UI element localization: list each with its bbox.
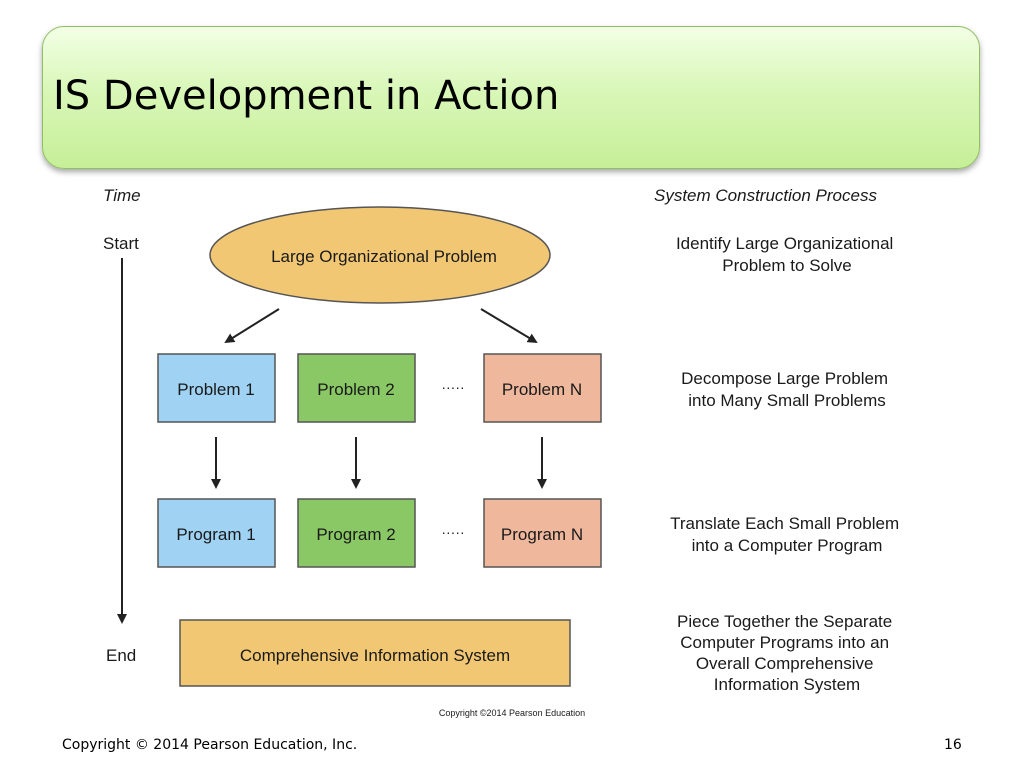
step-4-line-3: Overall Comprehensive bbox=[696, 654, 874, 673]
image-credit: Copyright ©2014 Pearson Education bbox=[439, 708, 585, 718]
root-problem-ellipse bbox=[209, 206, 551, 304]
step-2-line-2: into Many Small Problems bbox=[688, 391, 885, 410]
step-3-line-2: into a Computer Program bbox=[692, 536, 883, 555]
problem-ellipsis: ····· bbox=[441, 379, 464, 395]
step-3-line-1: Translate Each Small Problem bbox=[670, 514, 899, 533]
step-4-description: Piece Together the Separate Computer Pro… bbox=[677, 612, 897, 694]
problem-2-label: Problem 2 bbox=[317, 380, 394, 399]
root-problem-label: Large Organizational Problem bbox=[271, 247, 497, 266]
time-header: Time bbox=[103, 186, 141, 205]
slide-title: IS Development in Action bbox=[53, 73, 560, 119]
program-n-box bbox=[483, 498, 602, 568]
final-system-box bbox=[179, 619, 571, 687]
program-1-label: Program 1 bbox=[176, 525, 255, 544]
process-header: System Construction Process bbox=[654, 186, 877, 205]
page-number: 16 bbox=[944, 737, 962, 753]
program-ellipsis: ····· bbox=[441, 524, 464, 540]
program-n-label: Program N bbox=[501, 525, 583, 544]
start-label: Start bbox=[103, 234, 139, 253]
step-4-line-4: Information System bbox=[714, 675, 860, 694]
step-1-line-2: Problem to Solve bbox=[722, 256, 851, 275]
program-1-box bbox=[157, 498, 276, 568]
problem-1-label: Problem 1 bbox=[177, 380, 254, 399]
arrow-root-to-problem-1 bbox=[224, 308, 280, 344]
step-3-description: Translate Each Small Problem into a Comp… bbox=[670, 514, 904, 555]
step-2-line-1: Decompose Large Problem bbox=[681, 369, 888, 388]
final-system-label: Comprehensive Information System bbox=[240, 646, 510, 665]
problem-1-box bbox=[157, 353, 276, 423]
arrow-root-to-problem-n bbox=[480, 308, 538, 344]
problem-n-label: Problem N bbox=[502, 380, 582, 399]
problem-2-box bbox=[297, 353, 416, 423]
step-1-description: Identify Large Organizational Problem to… bbox=[676, 234, 898, 275]
title-banner: IS Development in Action bbox=[42, 26, 980, 169]
step-4-line-1: Piece Together the Separate bbox=[677, 612, 892, 631]
step-4-line-2: Computer Programs into an bbox=[680, 633, 889, 652]
program-2-label: Program 2 bbox=[316, 525, 395, 544]
step-2-description: Decompose Large Problem into Many Small … bbox=[681, 369, 893, 410]
step-1-line-1: Identify Large Organizational bbox=[676, 234, 893, 253]
problem-n-box bbox=[483, 353, 602, 423]
end-label: End bbox=[106, 646, 136, 665]
program-2-box bbox=[297, 498, 416, 568]
footer-copyright: Copyright © 2014 Pearson Education, Inc. bbox=[62, 737, 358, 753]
